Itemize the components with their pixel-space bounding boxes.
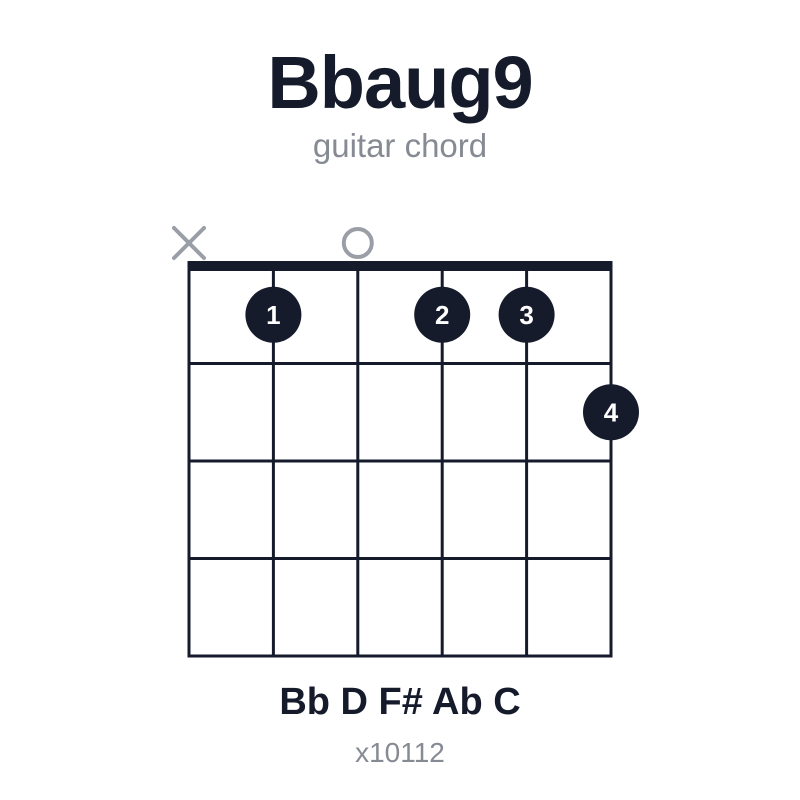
nut	[187, 261, 613, 271]
finger-dot: 3	[498, 286, 555, 343]
finger-dots: 1 2 3 4	[245, 286, 639, 441]
finger-number: 1	[266, 300, 280, 330]
finger-dot: 4	[583, 384, 639, 441]
finger-dot-circle	[498, 286, 555, 343]
chord-notes: Bb D F# Ab C	[279, 681, 521, 723]
finger-dot: 2	[414, 286, 471, 343]
chord-subtitle: guitar chord	[312, 127, 488, 164]
string-markers	[172, 226, 374, 260]
open-string-icon	[341, 227, 374, 259]
chord-tab: x10112	[355, 737, 445, 768]
finger-number: 4	[604, 397, 619, 427]
finger-number: 3	[519, 300, 533, 330]
finger-number: 2	[435, 300, 449, 330]
finger-dot-circle	[583, 384, 639, 441]
finger-dot-circle	[414, 286, 471, 343]
finger-dot: 1	[245, 286, 302, 343]
finger-dot-circle	[245, 286, 302, 343]
chord-name: Bbaug9	[267, 41, 533, 124]
muted-string-icon	[172, 226, 206, 260]
